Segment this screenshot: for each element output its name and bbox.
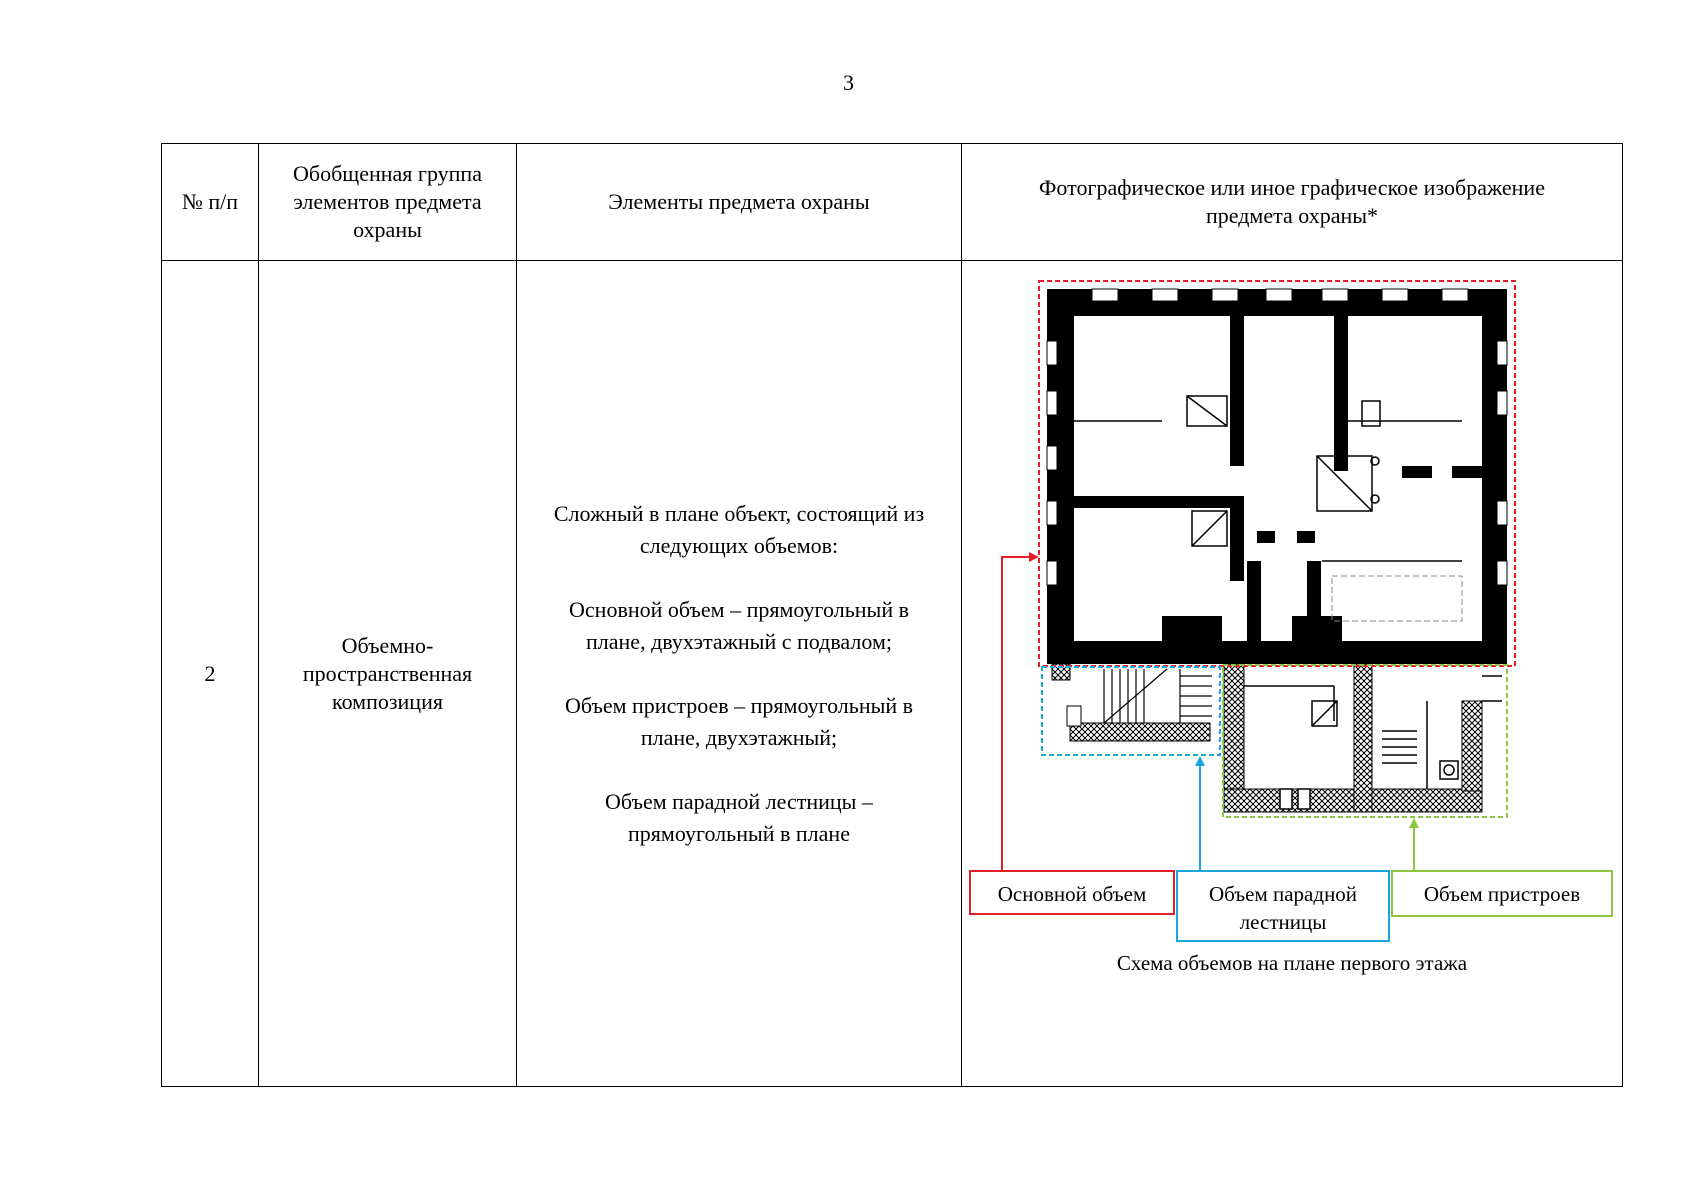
stair-volume-label-line1: Объем парадной [1209, 882, 1357, 906]
annex-volume-label: Объем пристроев [1424, 882, 1580, 906]
leader-arrows [1001, 552, 1419, 871]
element-item: Объем пристроев – прямоугольный в плане,… [564, 692, 914, 750]
header-number: № п/п [161, 143, 259, 261]
annex-volume-outline [1222, 664, 1508, 818]
page-number: 3 [843, 70, 854, 95]
stair-volume-plan [1047, 663, 1217, 749]
header-elements: Элементы предмета охраны [516, 143, 962, 261]
table-header-row: № п/п Обобщенная группа элементов предме… [161, 143, 1623, 261]
header-group: Обобщенная группа элементов предмета охр… [258, 143, 517, 261]
stair-volume-label-box: Объем парадной лестницы [1176, 870, 1390, 942]
main-volume-label-box: Основной объем [969, 870, 1175, 915]
row-number: 2 [161, 260, 259, 1087]
stair-volume-label-line2: лестницы [1240, 910, 1327, 934]
header-image: Фотографическое или иное графическое изо… [961, 143, 1623, 261]
row-group: Объемно-пространственная композиция [258, 260, 517, 1087]
element-item: Сложный в плане объект, состоящий из сле… [553, 500, 925, 558]
element-item: Основной объем – прямоугольный в плане, … [569, 596, 909, 654]
element-item: Объем парадной лестницы – прямоугольный … [605, 788, 873, 846]
table-row: 2 Объемно-пространственная композиция Сл… [161, 260, 1623, 1087]
row-image: Основной объем Объем парадной лестницы О… [961, 260, 1623, 1087]
main-volume-outline [1038, 280, 1516, 667]
main-volume-label: Основной объем [998, 882, 1147, 906]
annex-volume-label-box: Объем пристроев [1391, 870, 1613, 917]
stair-volume-outline [1041, 666, 1221, 756]
annex-volume-plan [1223, 663, 1502, 813]
protection-table: № п/п Обобщенная группа элементов предме… [161, 143, 1623, 1087]
main-volume-plan [1046, 288, 1508, 664]
figure-caption: Схема объемов на плане первого этажа [1117, 951, 1468, 975]
floor-plan-figure: Основной объем Объем парадной лестницы О… [969, 280, 1613, 975]
row-elements: Сложный в плане объект, состоящий из сле… [516, 260, 962, 1087]
